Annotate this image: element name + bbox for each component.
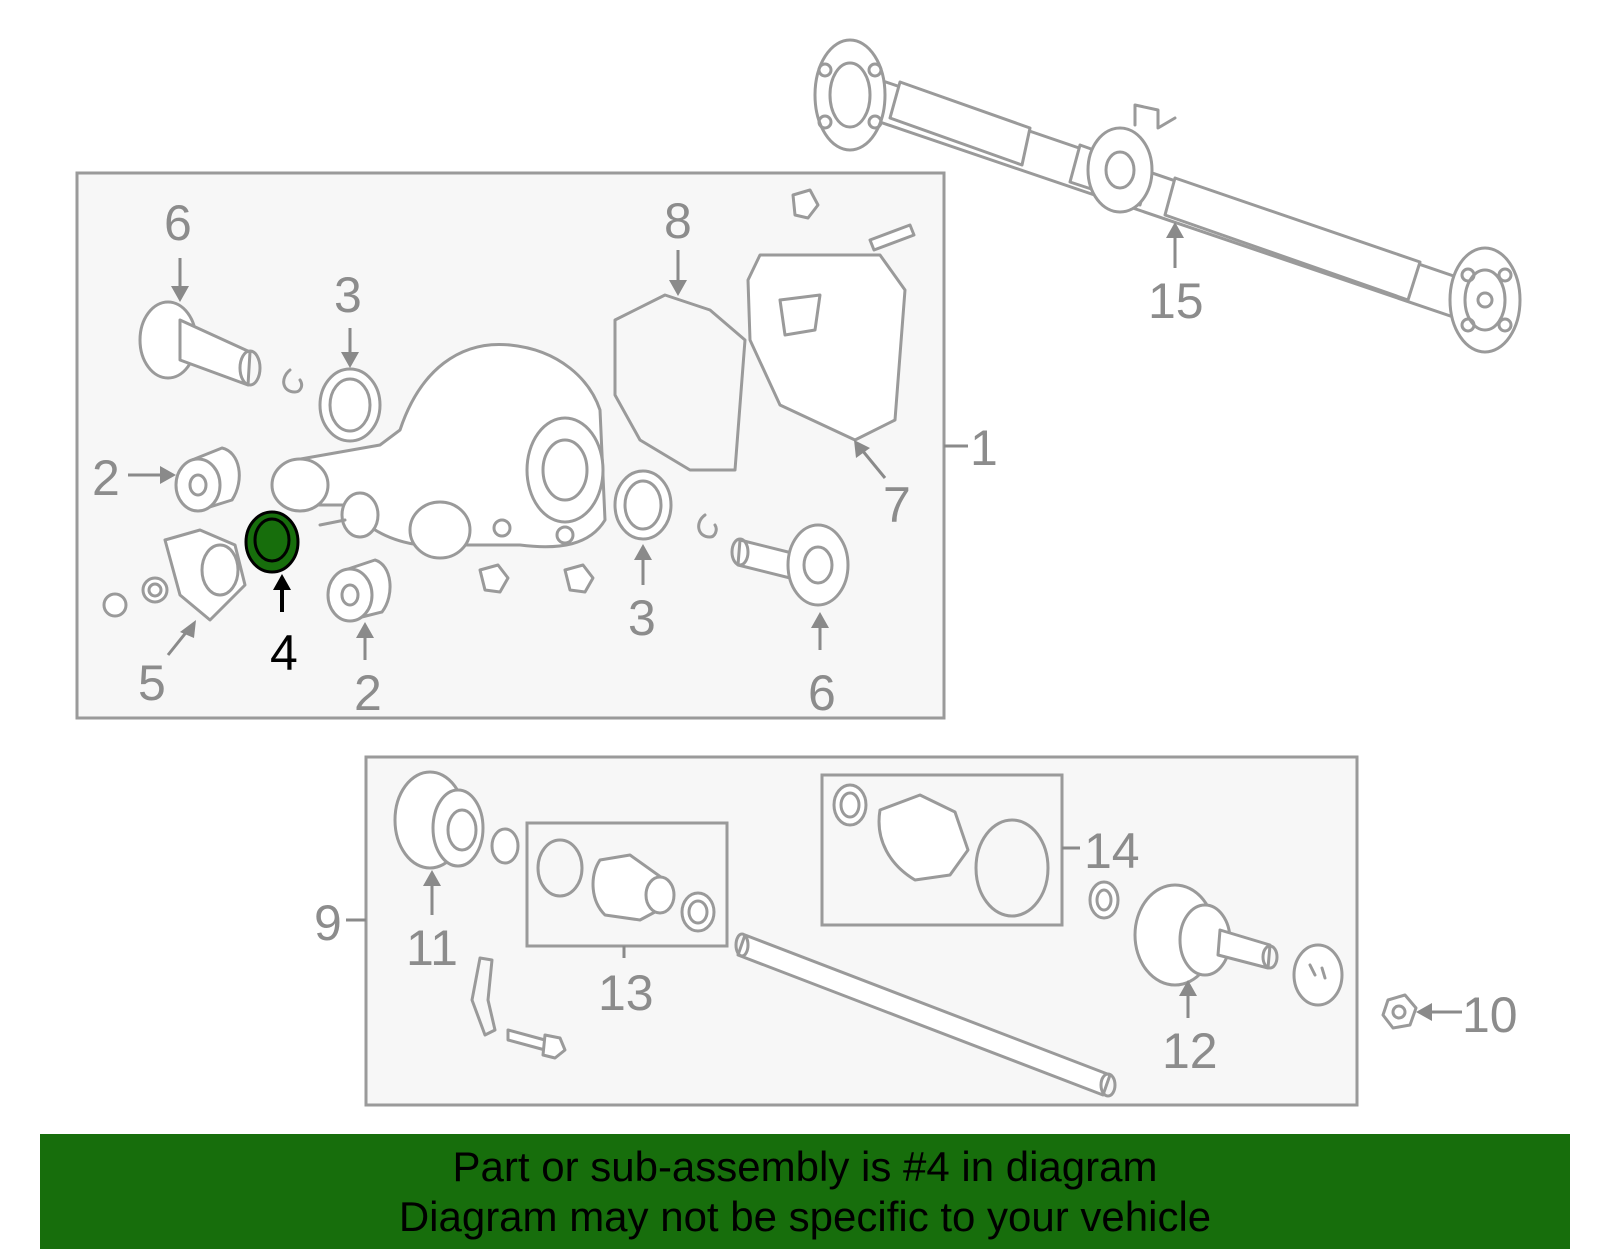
callout-6a: 6 bbox=[164, 195, 192, 251]
outer-joint-part-12[interactable] bbox=[1133, 883, 1279, 987]
leader-7 bbox=[860, 449, 887, 479]
seal-part-3-upper[interactable] bbox=[318, 367, 382, 443]
callout-9: 9 bbox=[314, 895, 342, 951]
arrow-12 bbox=[1179, 980, 1197, 996]
arrow-4 bbox=[273, 574, 291, 590]
banner-line-2: Diagram may not be specific to your vehi… bbox=[398, 1192, 1212, 1240]
propeller-shaft-part-15[interactable] bbox=[813, 38, 1522, 354]
bushing-part-2-lower[interactable] bbox=[326, 558, 392, 623]
arrow-2b bbox=[356, 622, 374, 638]
callout-1: 1 bbox=[970, 420, 998, 476]
inner-joint-housing-part-11[interactable] bbox=[393, 770, 520, 870]
arrow-10 bbox=[1416, 1003, 1432, 1021]
differential-cover-part-7[interactable] bbox=[746, 188, 916, 442]
banner-line-1: Part or sub-assembly is #4 in diagram bbox=[452, 1142, 1158, 1190]
gasket-part-8[interactable] bbox=[613, 293, 747, 472]
mount-bracket-part-5[interactable] bbox=[102, 528, 247, 622]
callout-3a: 3 bbox=[334, 267, 362, 323]
callout-13: 13 bbox=[598, 965, 654, 1021]
callout-5: 5 bbox=[138, 655, 166, 711]
callout-12: 12 bbox=[1162, 1023, 1218, 1079]
callout-8: 8 bbox=[664, 193, 692, 249]
nut-hole bbox=[1391, 1004, 1407, 1020]
differential-housing[interactable] bbox=[270, 342, 607, 560]
output-flange-part-6-right[interactable] bbox=[730, 523, 850, 607]
output-flange-part-6-left[interactable] bbox=[138, 300, 262, 387]
callout-14: 14 bbox=[1084, 823, 1140, 879]
callout-2a: 2 bbox=[92, 450, 120, 506]
parts-diagram: 15 1 6 3 2 bbox=[75, 38, 1522, 1107]
ring-seal[interactable] bbox=[1088, 880, 1120, 920]
dust-cap[interactable] bbox=[1292, 943, 1344, 1007]
leader-5 bbox=[166, 629, 190, 656]
bolt-small-2[interactable] bbox=[563, 563, 595, 594]
snap-ring-right[interactable] bbox=[697, 513, 718, 539]
callout-4: 4 bbox=[270, 625, 298, 681]
axle-shaft[interactable] bbox=[734, 932, 1117, 1098]
arrow-3a bbox=[341, 352, 359, 368]
arrow-11 bbox=[423, 870, 441, 886]
arrow-7 bbox=[854, 440, 870, 458]
boot-kit-part-14[interactable] bbox=[832, 783, 1050, 918]
snap-ring-left[interactable] bbox=[282, 368, 304, 394]
dust-cap-detail bbox=[1308, 963, 1327, 980]
arrow-3b bbox=[634, 544, 652, 560]
arrow-2a bbox=[160, 466, 176, 484]
bracket[interactable] bbox=[470, 956, 497, 1037]
callout-7: 7 bbox=[883, 477, 911, 533]
arrow-8 bbox=[669, 280, 687, 296]
arrow-6b bbox=[811, 612, 829, 628]
arrow-15 bbox=[1166, 222, 1184, 238]
callout-2b: 2 bbox=[354, 665, 382, 721]
ring-seal-inner bbox=[1095, 888, 1113, 912]
nut-part-10[interactable] bbox=[1381, 993, 1418, 1030]
arrow-5 bbox=[180, 620, 196, 638]
callout-3b: 3 bbox=[628, 590, 656, 646]
boot-kit-box-14 bbox=[820, 773, 1064, 927]
callout-10: 10 bbox=[1462, 987, 1518, 1043]
bolt-small-1[interactable] bbox=[478, 563, 510, 594]
bolt-head[interactable] bbox=[541, 1033, 567, 1060]
info-banner: Part or sub-assembly is #4 in diagram Di… bbox=[40, 1134, 1570, 1249]
callout-6b: 6 bbox=[808, 665, 836, 721]
callout-11: 11 bbox=[406, 920, 458, 976]
arrow-6a bbox=[171, 286, 189, 302]
seal-part-4-highlighted[interactable] bbox=[244, 510, 300, 574]
bushing-part-2-upper[interactable] bbox=[174, 446, 241, 513]
boot-kit-box-13 bbox=[525, 821, 729, 948]
seal-part-3-lower[interactable] bbox=[613, 469, 673, 541]
callout-15: 15 bbox=[1148, 273, 1204, 329]
boot-kit-part-13[interactable] bbox=[536, 838, 716, 933]
